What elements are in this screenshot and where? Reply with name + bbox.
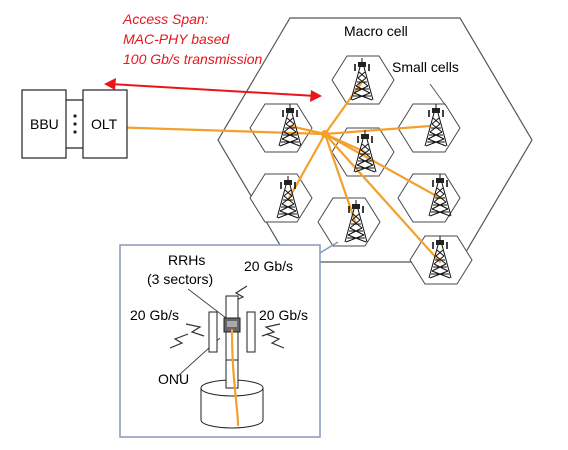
access-span-line3: 100 Gb/s transmission xyxy=(123,51,262,67)
bbu-olt-equipment: BBU OLT xyxy=(21,89,128,159)
rate-right-label: 20 Gb/s xyxy=(259,307,308,323)
access-span-annotation: Access Span: MAC-PHY based 100 Gb/s tran… xyxy=(104,11,322,102)
bbu-box xyxy=(21,89,67,159)
splitter-node xyxy=(321,130,329,138)
rrhs-label: RRHs xyxy=(168,252,205,268)
onu-detail xyxy=(227,321,237,327)
fiber-branch xyxy=(286,132,327,202)
access-span-line2: MAC-PHY based xyxy=(123,31,231,47)
rrhs-pointer xyxy=(187,288,227,319)
rrh-inset-content: RRHs (3 sectors) 20 Gb/s 20 Gb/s 20 Gb/s… xyxy=(130,252,308,429)
rate-left-label: 20 Gb/s xyxy=(130,307,179,323)
fiber-branch xyxy=(323,124,432,136)
onu-label: ONU xyxy=(158,371,189,387)
rrhs-sectors-label: (3 sectors) xyxy=(147,271,213,287)
olt-box xyxy=(82,89,128,159)
fiber-branch xyxy=(323,132,358,226)
signal-left-icon xyxy=(169,333,189,349)
access-span-arrow xyxy=(109,83,317,97)
fiber-branch xyxy=(323,80,364,136)
inset-fiber xyxy=(230,328,240,427)
signal-right-icon xyxy=(265,333,285,349)
fiber-feeder xyxy=(105,125,327,136)
bbu-label: BBU xyxy=(30,116,59,132)
fiber-branch xyxy=(323,132,442,264)
arrow-left-icon xyxy=(104,78,116,90)
olt-label: OLT xyxy=(91,116,118,132)
small-cell-hexagon xyxy=(397,103,461,153)
pedestal xyxy=(200,388,264,429)
small-cells-label: Small cells xyxy=(392,59,459,75)
small-cells-pointer xyxy=(429,83,447,107)
arrow-right-icon xyxy=(310,90,322,102)
rrh-panel-right xyxy=(246,311,256,353)
signal-left-icon xyxy=(185,323,205,337)
macro-cell-label: Macro cell xyxy=(344,23,408,39)
rate-top-label: 20 Gb/s xyxy=(244,258,293,274)
fiber-links xyxy=(105,80,442,264)
access-span-line1: Access Span: xyxy=(122,11,209,27)
signal-right-icon xyxy=(261,323,281,337)
rrh-panel-left xyxy=(208,311,218,353)
fiber-branch xyxy=(323,132,442,200)
